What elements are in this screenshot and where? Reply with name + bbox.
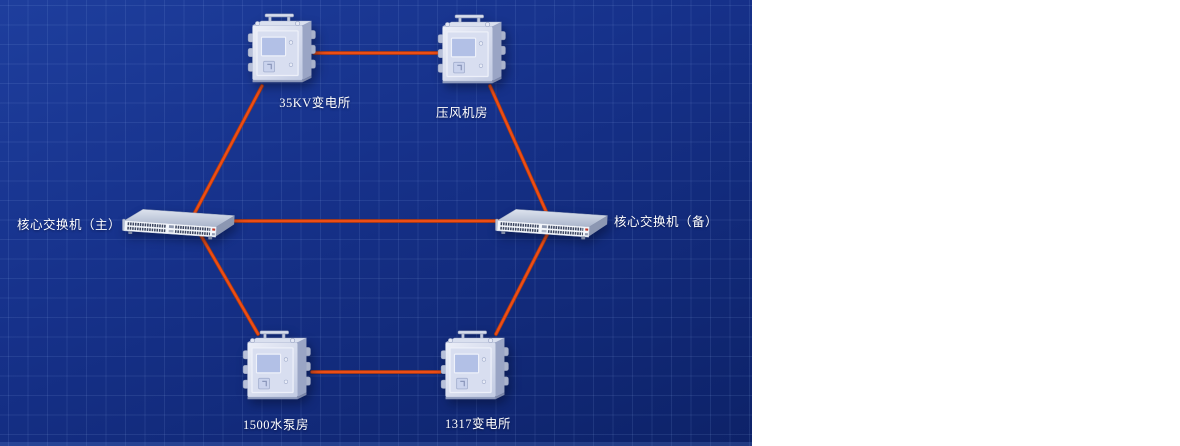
link-main-1500 xyxy=(194,225,260,336)
node-label-box-air-compressor: 压风机房 xyxy=(435,106,489,120)
topology-links-layer xyxy=(190,51,553,374)
core-switch-icon[interactable] xyxy=(122,202,238,241)
junction-box-icon[interactable] xyxy=(437,14,507,89)
node-label-box-1317: 1317变电所 xyxy=(444,417,512,431)
node-label-switch-main: 核心交换机（主） xyxy=(16,218,122,232)
link-backup-1317 xyxy=(494,225,553,336)
right-blank-panel xyxy=(752,0,1180,446)
junction-box-icon[interactable] xyxy=(440,330,510,405)
node-label-box-1500-pump: 1500水泵房 xyxy=(242,418,310,432)
bottom-edge-highlight xyxy=(0,442,752,446)
link-35kv-main xyxy=(190,84,264,220)
node-label-box-35kv: 35KV变电所 xyxy=(279,96,351,110)
junction-box-icon[interactable] xyxy=(247,13,317,88)
node-label-switch-backup: 核心交换机（备） xyxy=(613,215,719,229)
topology-canvas: 35KV变电所压风机房核心交换机（主） 核心交换机（备） 1500水泵房 1317变电… xyxy=(0,0,752,446)
link-air-backup xyxy=(488,84,551,220)
junction-box-icon[interactable] xyxy=(242,330,312,405)
core-switch-icon[interactable] xyxy=(495,202,611,241)
